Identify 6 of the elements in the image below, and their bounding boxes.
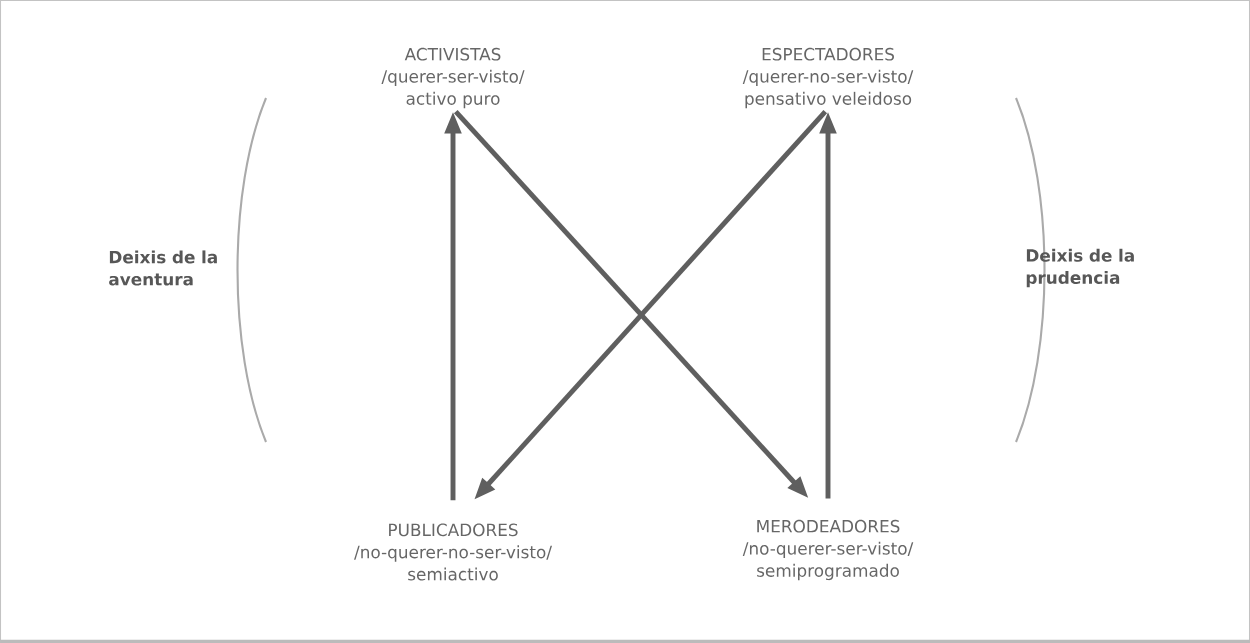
term-label: ESPECTADORES /querer-no-ser-visto/ pensativo veleidoso [742,47,914,109]
term-label: ACTIVISTAS /querer-ser-visto/ activo puro [381,47,525,109]
term-label: PUBLICADORES /no-querer-no-ser-visto/ semiactivo [354,523,552,581]
side-label: Deixis de la aventura [109,250,217,286]
term-label: MERODEADORES /no-querer-ser-visto/ semiprogramado [742,519,914,581]
side-label: Deixis de la prudencia [1026,248,1134,288]
